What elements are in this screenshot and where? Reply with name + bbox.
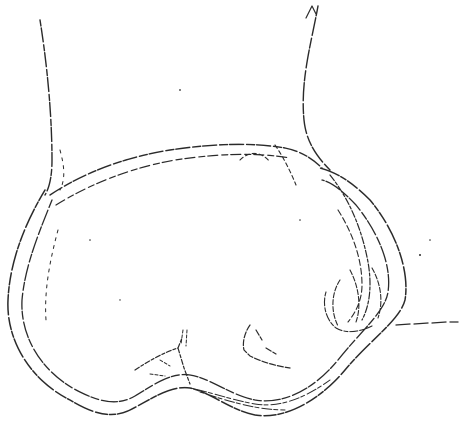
shaft-left-edge bbox=[40, 20, 52, 195]
inner-outline bbox=[22, 180, 389, 402]
shaft-right-edge bbox=[303, 6, 330, 170]
condyle-hook bbox=[243, 325, 290, 368]
shaft-top-mark bbox=[306, 6, 316, 18]
outer-outline bbox=[8, 168, 406, 416]
upper-band-inner bbox=[56, 154, 290, 205]
texture-upper-right bbox=[240, 145, 296, 185]
right-layer-1 bbox=[330, 175, 370, 320]
bottom-inner-band bbox=[190, 380, 330, 410]
right-layer-4 bbox=[324, 292, 372, 332]
texture-left bbox=[46, 150, 64, 320]
notch-mark bbox=[150, 330, 187, 376]
label-pointer-line bbox=[396, 322, 458, 325]
right-layer-3 bbox=[333, 268, 381, 326]
stray-marks bbox=[89, 89, 431, 301]
upper-band-outer bbox=[50, 144, 322, 195]
